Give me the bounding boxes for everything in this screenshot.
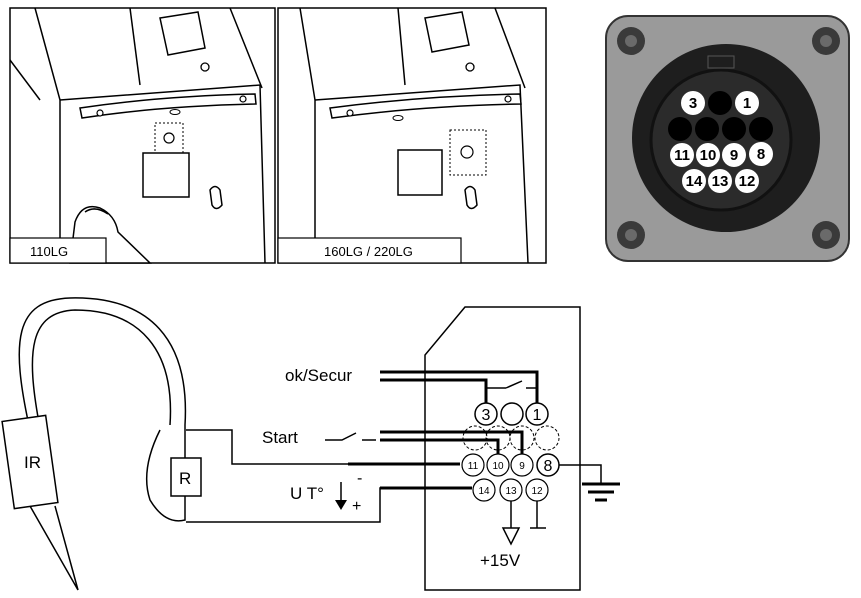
machine-illustration-160lg: [299, 7, 529, 264]
wiring-schematic: IR R ok/Secur Start U T° - +: [1, 297, 620, 591]
supply-15v: +15V: [480, 501, 521, 570]
pin-12-terminal: [530, 501, 546, 529]
schematic-pin-blank: [500, 402, 524, 426]
svg-text:9: 9: [730, 147, 738, 164]
svg-text:11: 11: [468, 461, 479, 472]
connector-pin-middle-1: [668, 117, 692, 141]
svg-text:13: 13: [712, 173, 729, 190]
ir-sensor-body: [1, 414, 59, 510]
schematic-pin-10: 10: [486, 453, 510, 477]
schematic-pin-12: 12: [525, 478, 549, 502]
resistor-box: [170, 457, 202, 497]
schematic-pin-8: 8: [536, 453, 560, 477]
supply-15v-label: +15V: [480, 551, 521, 570]
panel-160lg-220lg: 160LG / 220LG: [277, 7, 547, 264]
svg-text:1: 1: [533, 407, 542, 424]
svg-text:8: 8: [544, 458, 553, 475]
machine-illustration-110lg: [9, 7, 266, 264]
svg-text:3: 3: [689, 95, 697, 112]
connector-pin-12: 12: [735, 169, 759, 193]
connector-pin-10: 10: [696, 143, 720, 167]
svg-text:10: 10: [492, 461, 504, 472]
start-label: Start: [262, 428, 298, 447]
panel-110lg-frame: [9, 7, 276, 264]
start-switch: [325, 432, 376, 441]
connector-block-outline: [424, 306, 581, 591]
panel-110lg: 110LG: [9, 7, 276, 264]
svg-text:10: 10: [700, 147, 717, 164]
schematic-pin-9: 9: [510, 453, 534, 477]
u-temp-label: U T°: [290, 484, 324, 503]
connector-pin-8: 8: [749, 142, 773, 166]
svg-text:1: 1: [743, 95, 751, 112]
connector-pin-top-blank: [708, 91, 732, 115]
connector-pin-middle-2: [695, 117, 719, 141]
panel-160lg-frame: [277, 7, 547, 264]
svg-text:3: 3: [482, 407, 491, 424]
schematic-pin-13: 13: [499, 478, 523, 502]
schematic-pin-1: 1: [525, 402, 549, 426]
ground-symbol: [559, 464, 620, 502]
connector-pin-3: 3: [681, 91, 705, 115]
svg-text:13: 13: [505, 486, 517, 497]
schematic-pin-3: 3: [474, 402, 498, 426]
svg-text:9: 9: [519, 461, 525, 472]
caption-box-160lg: [277, 237, 462, 264]
caption-110lg: 110LG: [30, 244, 68, 259]
schematic-pin-14: 14: [472, 478, 496, 502]
svg-text:12: 12: [531, 486, 543, 497]
caption-160lg-220lg: 160LG / 220LG: [324, 244, 413, 259]
connector-pin-9: 9: [722, 143, 746, 167]
ok-secur-label: ok/Secur: [285, 366, 352, 385]
connector-pin-middle-4: [749, 117, 773, 141]
connector-pin-middle-3: [722, 117, 746, 141]
svg-text:14: 14: [686, 173, 703, 190]
caption-box-110lg: [9, 237, 107, 264]
connector-illustration: 3 1 11 10 9 8 14: [605, 15, 850, 262]
connector-pin-14: 14: [682, 169, 706, 193]
svg-text:14: 14: [478, 486, 490, 497]
ir-probe: IR: [1, 297, 187, 591]
connector-pin-11: 11: [670, 143, 694, 167]
u-temp-plus: +: [352, 498, 361, 515]
schematic-pin-11: 11: [461, 453, 485, 477]
resistor-label: R: [179, 469, 191, 488]
ok-secur-switch: [486, 380, 537, 389]
svg-text:11: 11: [674, 147, 690, 164]
connector-pin-1: 1: [735, 91, 759, 115]
svg-text:12: 12: [739, 173, 756, 190]
ir-label: IR: [24, 453, 41, 472]
u-temp-minus: -: [357, 470, 362, 487]
svg-text:8: 8: [757, 146, 765, 163]
connector-pin-13: 13: [708, 169, 732, 193]
